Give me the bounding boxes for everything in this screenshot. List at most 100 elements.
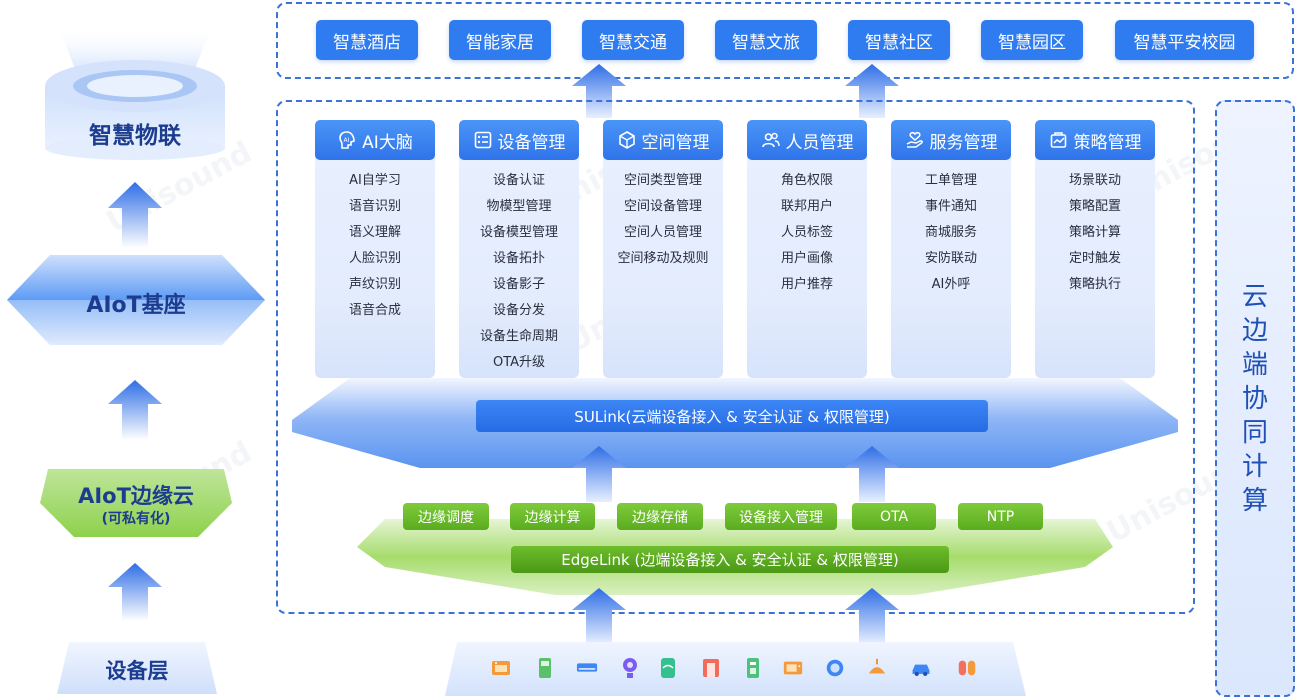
edgelink-bar[interactable]: EdgeLink (边端设备接入 & 安全认证 & 权限管理) xyxy=(511,546,949,573)
scenario-smart-community[interactable]: 智慧社区 xyxy=(848,20,950,60)
list-item: 工单管理 xyxy=(924,173,977,188)
list-item: 设备生命周期 xyxy=(479,329,558,344)
robot-vacuum-icon xyxy=(824,655,846,681)
vertical-char: 计 xyxy=(1241,452,1268,482)
up-arrow xyxy=(108,182,162,248)
list-item: 设备模型管理 xyxy=(479,225,558,240)
scenario-smart-hotel[interactable]: 智慧酒店 xyxy=(316,20,418,60)
smart-iot-label: 智慧物联 xyxy=(89,123,181,149)
list-item: 策略计算 xyxy=(1068,225,1121,240)
door-icon xyxy=(700,655,722,681)
sulink-label: SULink(云端设备接入 & 安全认证 & 权限管理) xyxy=(574,407,890,426)
device-layer-label: 设备层 xyxy=(105,659,169,683)
edge-module-device-access[interactable]: 设备接入管理 xyxy=(725,503,837,530)
list-item: 安防联动 xyxy=(924,251,977,266)
switch-icon xyxy=(956,655,978,681)
edge-module-ota[interactable]: OTA xyxy=(852,503,936,530)
aiot-edge-cloud-label: AIoT边缘云 xyxy=(78,484,194,508)
list-item: 语音合成 xyxy=(348,303,401,318)
edge-module-storage[interactable]: 边缘存储 xyxy=(617,503,703,530)
vertical-char: 同 xyxy=(1241,418,1268,448)
list-item: 策略执行 xyxy=(1068,277,1121,292)
edge-module-scheduling[interactable]: 边缘调度 xyxy=(403,503,489,530)
column-strategy-management: 策略管理 场景联动 策略配置 策略计算 定时触发 策略执行 xyxy=(1035,120,1155,378)
column-header[interactable]: 服务管理 xyxy=(891,120,1011,160)
oven-icon xyxy=(490,655,512,681)
sulink-bar[interactable]: SULink(云端设备接入 & 安全认证 & 权限管理) xyxy=(476,400,988,432)
list-item: 设备拓扑 xyxy=(492,251,545,266)
list-item: 声纹识别 xyxy=(348,277,401,292)
column-device-management: 设备管理 设备认证 物模型管理 设备模型管理 设备拓扑 设备影子 设备分发 设备… xyxy=(459,120,579,378)
list-item: 事件通知 xyxy=(924,199,977,214)
column-space-management: 空间管理 空间类型管理 空间设备管理 空间人员管理 空间移动及规则 xyxy=(603,120,723,378)
up-arrow xyxy=(845,588,899,644)
list-item: 物模型管理 xyxy=(486,199,552,214)
up-arrow xyxy=(572,588,626,644)
platform-box xyxy=(276,100,1195,614)
list-item: AI自学习 xyxy=(349,173,401,188)
list-item: 语音识别 xyxy=(348,199,401,214)
list-item: 角色权限 xyxy=(780,173,833,188)
column-header[interactable]: 人员管理 xyxy=(747,120,867,160)
column-ai-brain: AI AI大脑 AI自学习 语音识别 语义理解 人脸识别 声纹识别 语音合成 xyxy=(315,120,435,378)
scenario-smart-tourism[interactable]: 智慧文旅 xyxy=(715,20,817,60)
vertical-char: 云 xyxy=(1241,282,1268,312)
air-conditioner-icon xyxy=(576,655,598,681)
up-arrow xyxy=(572,64,626,118)
edge-module-ntp[interactable]: NTP xyxy=(958,503,1043,530)
column-header[interactable]: 空间管理 xyxy=(603,120,723,160)
column-header[interactable]: 策略管理 xyxy=(1035,120,1155,160)
camera-icon xyxy=(619,655,641,681)
aiot-edge-cloud-sublabel: (可私有化) xyxy=(101,511,171,527)
speaker-icon xyxy=(657,655,679,681)
scenario-smart-park[interactable]: 智慧园区 xyxy=(981,20,1083,60)
up-arrow xyxy=(572,446,626,502)
list-item: 语义理解 xyxy=(348,225,401,240)
vertical-char: 端 xyxy=(1241,350,1268,380)
scenario-box xyxy=(276,2,1294,79)
column-title: 人员管理 xyxy=(785,132,854,153)
list-item: 定时触发 xyxy=(1068,251,1121,266)
column-title: 服务管理 xyxy=(929,132,998,153)
device-layer-shape xyxy=(57,642,217,694)
svg-text:AI: AI xyxy=(344,137,350,144)
edge-module-computing[interactable]: 边缘计算 xyxy=(510,503,595,530)
cube-icon xyxy=(617,130,637,150)
column-list: 空间类型管理 空间设备管理 空间人员管理 空间移动及规则 xyxy=(603,168,723,272)
list-item: 人脸识别 xyxy=(348,251,401,266)
edgelink-label: EdgeLink (边端设备接入 & 安全认证 & 权限管理) xyxy=(561,551,899,569)
list-item: 空间移动及规则 xyxy=(617,251,709,266)
smart-iot-cylinder xyxy=(45,30,225,160)
column-header[interactable]: AI AI大脑 xyxy=(315,120,435,160)
device-list-icon xyxy=(473,130,493,150)
list-item: 策略配置 xyxy=(1068,199,1121,214)
column-title: 空间管理 xyxy=(641,132,710,153)
list-item: 设备认证 xyxy=(492,173,545,188)
scenario-smart-transport[interactable]: 智慧交通 xyxy=(582,20,684,60)
list-item: 商城服务 xyxy=(924,225,977,240)
device-tray xyxy=(445,642,1026,696)
ai-brain-icon: AI xyxy=(337,130,357,150)
column-list: 工单管理 事件通知 商城服务 安防联动 AI外呼 xyxy=(891,168,1011,298)
scenario-smart-home[interactable]: 智能家居 xyxy=(449,20,551,60)
cloud-edge-device-panel: 云 边 端 协 同 计 算 xyxy=(1215,100,1295,697)
column-service-management: 服务管理 工单管理 事件通知 商城服务 安防联动 AI外呼 xyxy=(891,120,1011,378)
list-item: 设备分发 xyxy=(492,303,545,318)
service-hand-icon xyxy=(905,130,925,150)
people-icon xyxy=(761,130,781,150)
list-item: 场景联动 xyxy=(1068,173,1121,188)
up-arrow xyxy=(845,446,899,502)
vertical-char: 算 xyxy=(1241,486,1268,516)
ceiling-lamp-icon xyxy=(866,655,888,681)
column-header[interactable]: 设备管理 xyxy=(459,120,579,160)
column-list: 设备认证 物模型管理 设备模型管理 设备拓扑 设备影子 设备分发 设备生命周期 … xyxy=(459,168,579,376)
column-title: 设备管理 xyxy=(497,132,566,153)
column-list: AI自学习 语音识别 语义理解 人脸识别 声纹识别 语音合成 xyxy=(315,168,435,324)
list-item: 人员标签 xyxy=(780,225,833,240)
scenario-smart-campus[interactable]: 智慧平安校园 xyxy=(1115,20,1254,60)
list-item: 联邦用户 xyxy=(780,199,833,214)
aiot-edge-cloud-shape xyxy=(40,469,232,537)
car-icon xyxy=(910,655,932,681)
aiot-base-label: AIoT基座 xyxy=(86,293,186,318)
strategy-icon xyxy=(1049,130,1069,150)
